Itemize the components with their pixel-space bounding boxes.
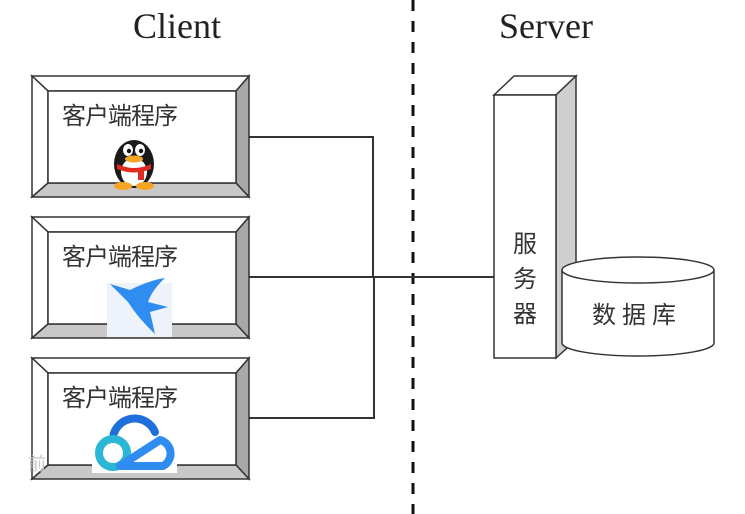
client-heading: Client	[133, 6, 221, 46]
client-box-1	[30, 73, 251, 199]
hummingbird-app-icon	[107, 278, 172, 337]
client-program-label-2: 客户端程序	[62, 243, 178, 271]
cloud-app-icon	[92, 413, 177, 473]
client-program-label-1: 客户端程序	[62, 102, 178, 130]
watermark-text: 前	[28, 454, 46, 475]
server-label-char-2: 务	[513, 265, 537, 293]
connector-client-1	[249, 136, 374, 277]
connector-client-3	[249, 277, 375, 419]
server-tower	[492, 74, 578, 360]
qq-penguin-icon	[114, 140, 154, 190]
server-heading: Server	[499, 6, 593, 46]
client-program-label-3: 客户端程序	[62, 384, 178, 412]
database-cylinder	[561, 256, 715, 357]
connector-lines	[249, 136, 494, 419]
server-label-char-1: 服	[513, 230, 537, 258]
server-label-char-3: 器	[513, 300, 537, 328]
server-label: 服 务 器	[510, 227, 540, 332]
database-label: 数据库	[592, 301, 682, 329]
